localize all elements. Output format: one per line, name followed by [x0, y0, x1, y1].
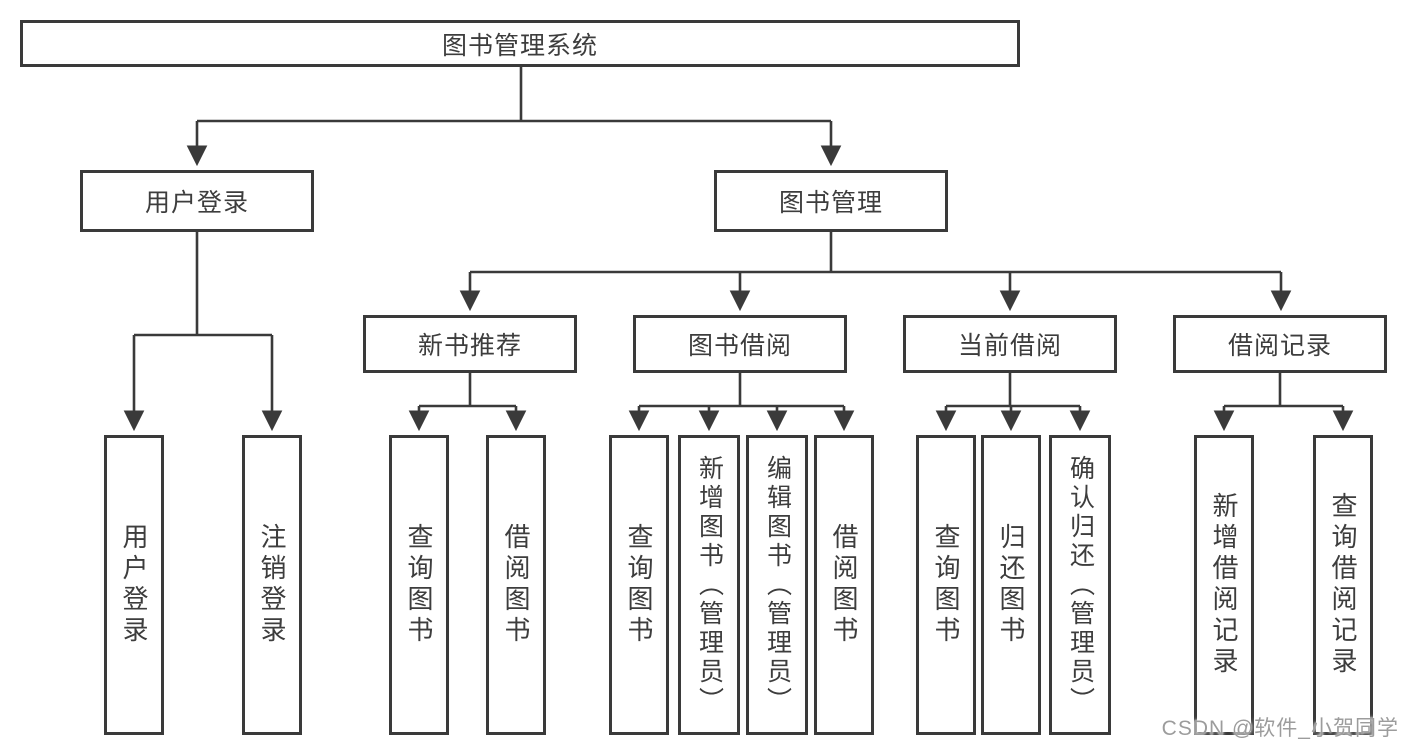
node-leaf-records-add-record: 新增借阅记录	[1194, 435, 1254, 735]
node-leaf-current-return-books: 归还图书	[981, 435, 1041, 735]
node-book-borrowing: 图书借阅	[633, 315, 847, 373]
node-new-book-recommend: 新书推荐	[363, 315, 577, 373]
node-borrowing-records: 借阅记录	[1173, 315, 1387, 373]
node-leaf-recommend-query-books: 查询图书	[389, 435, 449, 735]
node-leaf-user-login: 用户登录	[104, 435, 164, 735]
node-current-borrowing: 当前借阅	[903, 315, 1117, 373]
node-leaf-logout: 注销登录	[242, 435, 302, 735]
node-leaf-borrowing-query-books: 查询图书	[609, 435, 669, 735]
node-leaf-borrowing-borrow-books: 借阅图书	[814, 435, 874, 735]
node-book-management: 图书管理	[714, 170, 948, 232]
node-leaf-borrowing-edit-books-admin: 编辑图书（管理员）	[746, 435, 808, 735]
node-user-login: 用户登录	[80, 170, 314, 232]
node-leaf-records-query-record: 查询借阅记录	[1313, 435, 1373, 735]
node-leaf-current-query-books: 查询图书	[916, 435, 976, 735]
node-root-system: 图书管理系统	[20, 20, 1020, 67]
node-leaf-borrowing-add-books-admin: 新增图书（管理员）	[678, 435, 740, 735]
csdn-watermark: CSDN @软件_小贺同学	[1161, 717, 1399, 740]
node-leaf-recommend-borrow-books: 借阅图书	[486, 435, 546, 735]
node-leaf-current-confirm-return-admin: 确认归还（管理员）	[1049, 435, 1111, 735]
